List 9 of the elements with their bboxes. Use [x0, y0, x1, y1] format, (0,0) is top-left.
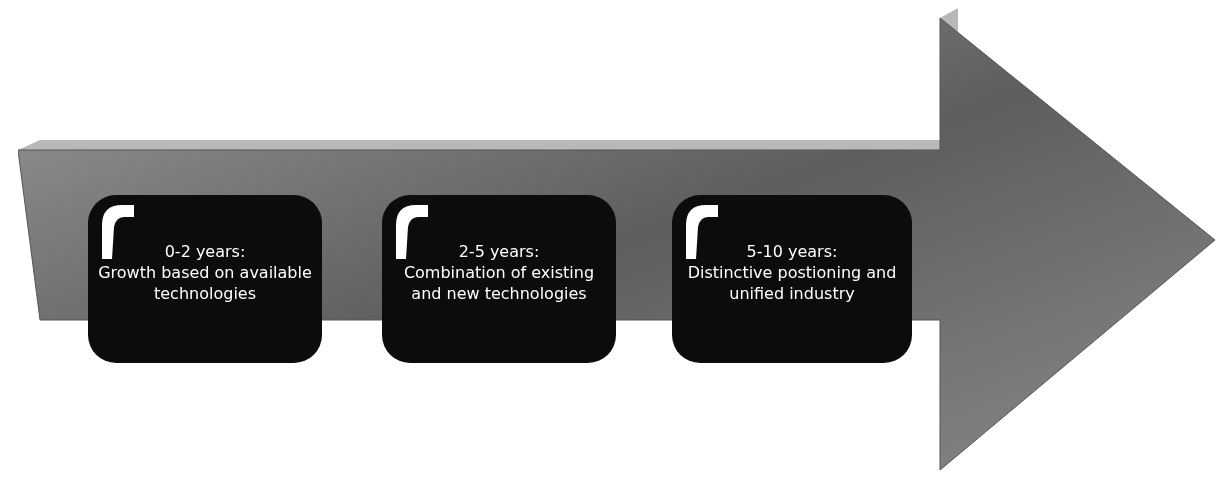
stage-box [382, 195, 616, 363]
stage-period: 0-2 years: [163, 241, 247, 262]
stage-description: Combination of existing and new technologies [402, 262, 596, 304]
stage-box [672, 195, 912, 363]
stage-period: 2-5 years: [457, 241, 541, 262]
stage-box [88, 195, 322, 363]
stage-description: Distinctive postioning and unified industry [686, 262, 898, 304]
stage-description: Growth based on available technologies [97, 262, 313, 304]
stage-period: 5-10 years: [745, 241, 839, 262]
